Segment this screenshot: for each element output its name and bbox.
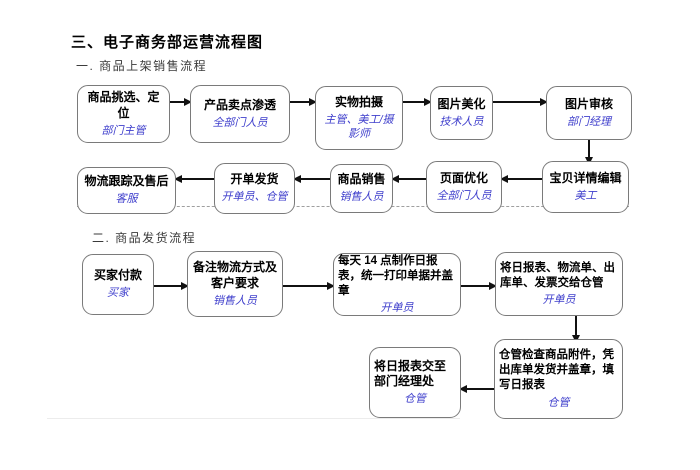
step-title: 备注物流方式及客户要求: [192, 260, 277, 290]
step-detail-edit: 宝贝详情编辑 美工: [542, 161, 629, 213]
flow-arrow-right: [460, 282, 497, 290]
step-role: 全部门人员: [212, 116, 268, 129]
step-role: 开单员: [542, 294, 576, 307]
step-title: 买家付款: [93, 268, 142, 283]
section1-label: 一. 商品上架销售流程: [76, 59, 208, 73]
step-buyer-payment: 买家付款 买家: [82, 254, 154, 315]
flow-arrow-right: [154, 282, 189, 290]
step-logistics-aftersale: 物流跟踪及售后 客服: [77, 167, 176, 214]
step-role: 客服: [115, 193, 138, 206]
step-report-to-manager: 将日报表交至部门经理处 仓管: [369, 347, 461, 418]
step-role: 美工: [574, 189, 597, 202]
step-role: 部门经理: [567, 115, 611, 128]
step-title: 产品卖点渗透: [203, 97, 276, 112]
step-product-sale: 商品销售 销售人员: [330, 164, 393, 213]
step-title: 实物拍摄: [334, 94, 383, 109]
flow-arrow-right: [283, 282, 335, 290]
step-title: 宝贝详情编辑: [549, 170, 622, 185]
step-product-selection: 商品挑选、定位 部门主管: [77, 85, 170, 143]
flow-arrow-left: [391, 175, 426, 183]
flow-arrow-right: [403, 98, 432, 106]
step-role: 销售人员: [213, 294, 257, 307]
step-title: 将日报表、物流单、出库单、发票交给仓管: [500, 261, 615, 289]
step-title: 每天 14 点制作日报表，统一打印单据并盖章: [338, 254, 453, 297]
step-role: 开单员: [380, 302, 414, 315]
step-daily-report-make: 每天 14 点制作日报表，统一打印单据并盖章 开单员: [333, 253, 461, 316]
step-title: 页面优化: [439, 170, 488, 185]
step-photo-shoot: 实物拍摄 主管、美工/摄影师: [315, 86, 403, 150]
flow-arrow-left: [459, 385, 494, 393]
flow-arrow-left: [174, 175, 214, 183]
step-role: 销售人员: [339, 191, 384, 204]
step-logistics-note: 备注物流方式及客户要求 销售人员: [187, 251, 283, 317]
page-title: 三、电子商务部运营流程图: [71, 34, 264, 51]
flow-arrow-down: [585, 140, 593, 165]
flow-arrow-down: [572, 316, 580, 343]
step-role: 仓管: [547, 396, 570, 409]
step-role: 部门主管: [101, 124, 146, 137]
step-title: 商品销售: [337, 172, 386, 187]
flow-arrow-right: [170, 98, 192, 106]
bottom-rule-line: [47, 418, 460, 419]
flow-arrow-right: [493, 98, 548, 106]
step-handover-warehouse: 将日报表、物流单、出库单、发票交给仓管 开单员: [495, 252, 623, 316]
flow-arrow-left: [500, 175, 542, 183]
step-role: 仓管: [404, 393, 426, 406]
step-title: 物流跟踪及售后: [84, 174, 169, 189]
step-title: 仓管检查商品附件，凭出库单发货并盖章，填写日报表: [499, 349, 614, 392]
section2-label: 二. 商品发货流程: [92, 231, 197, 245]
step-title: 图片审核: [564, 96, 613, 111]
step-page-optimize: 页面优化 全部门人员: [426, 161, 502, 213]
flow-arrow-right: [290, 98, 317, 106]
step-role: 全部门人员: [436, 189, 492, 202]
step-selling-point: 产品卖点渗透 全部门人员: [190, 85, 290, 143]
step-role: 技术人员: [439, 115, 484, 128]
step-role: 开单员、仓管: [221, 191, 288, 204]
step-title: 开单发货: [230, 172, 279, 187]
step-image-review: 图片审核 部门经理: [546, 86, 632, 140]
flow-arrow-left: [293, 175, 330, 183]
step-warehouse-check: 仓管检查商品附件，凭出库单发货并盖章，填写日报表 仓管: [494, 339, 623, 419]
step-image-beautify: 图片美化 技术人员: [430, 86, 493, 140]
step-title: 图片美化: [437, 96, 486, 111]
step-role: 主管、美工/摄影师: [324, 113, 394, 140]
step-order-ship: 开单发货 开单员、仓管: [214, 163, 295, 214]
step-title: 将日报表交至部门经理处: [374, 358, 447, 389]
step-role: 买家: [107, 287, 129, 300]
step-title: 商品挑选、定位: [87, 90, 160, 120]
